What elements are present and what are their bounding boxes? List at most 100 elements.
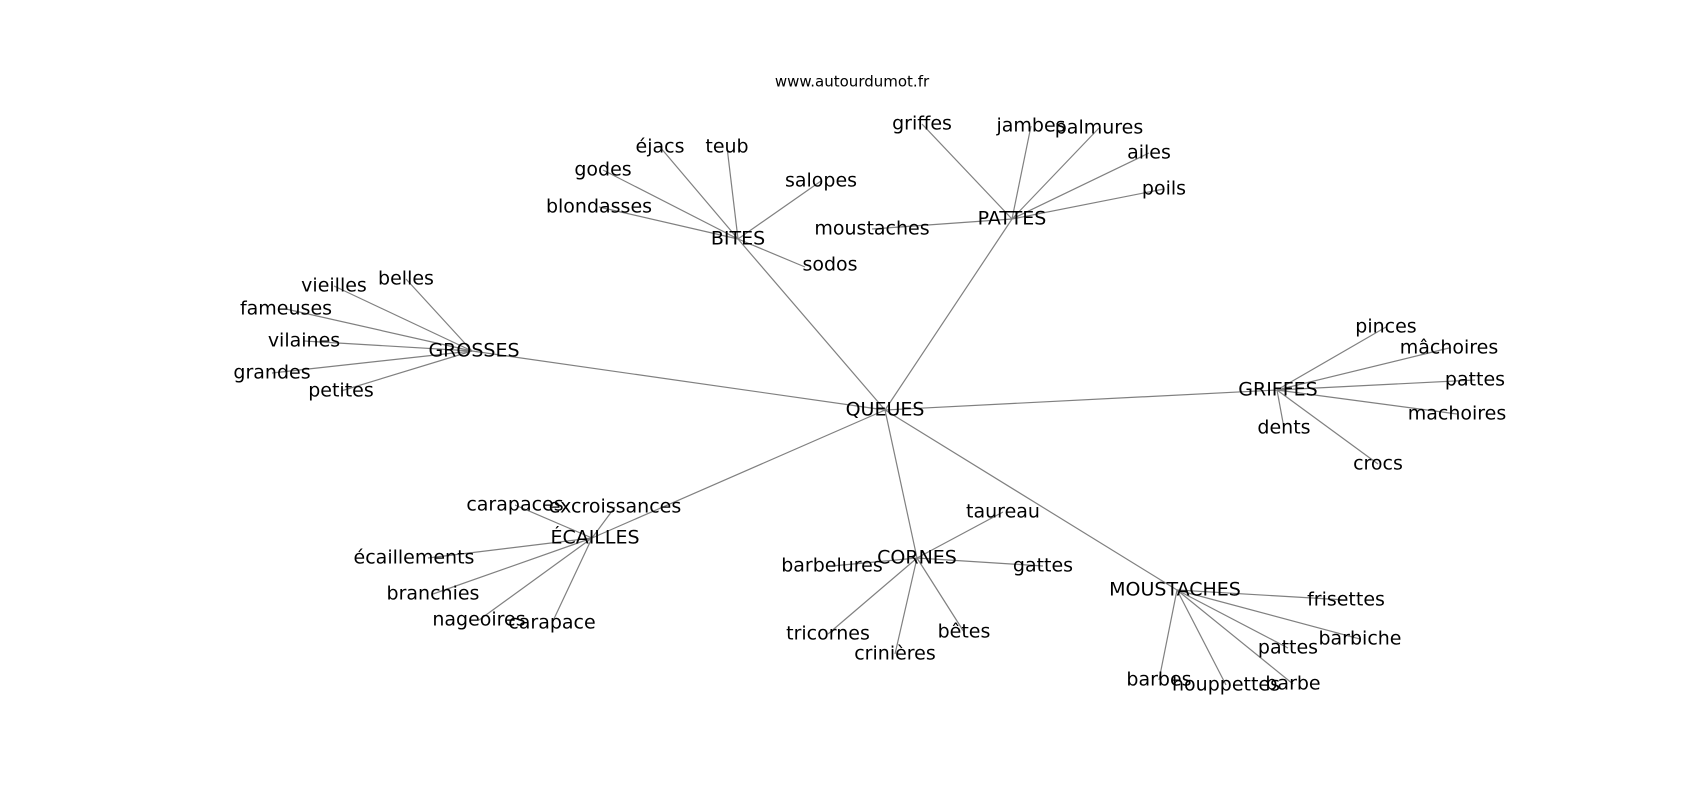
leaf-node[interactable]: salopes bbox=[785, 170, 857, 192]
edge-hub-to-leaf bbox=[916, 557, 965, 633]
edge-hub-to-leaf bbox=[598, 206, 739, 240]
leaf-node[interactable]: gattes bbox=[1013, 555, 1073, 577]
labels-layer: www.autourdumot.fr QUEUES BITES éjacs teub… bbox=[233, 73, 1506, 696]
edge-hub-to-leaf bbox=[1176, 589, 1361, 640]
leaf-node[interactable]: branchies bbox=[387, 583, 480, 605]
leaf-node[interactable]: mâchoires bbox=[1400, 337, 1499, 359]
leaf-node[interactable]: éjacs bbox=[636, 136, 685, 158]
edge-hub-to-leaf bbox=[1011, 188, 1165, 220]
leaf-node[interactable]: pattes bbox=[1258, 637, 1318, 659]
hub-node[interactable]: GROSSES bbox=[428, 340, 519, 362]
leaf-node[interactable]: excroissances bbox=[549, 496, 682, 518]
edge-center-to-hub bbox=[884, 218, 1013, 411]
edge-hub-to-leaf bbox=[303, 340, 473, 352]
edge-hub-to-leaf bbox=[405, 278, 473, 352]
leaf-node[interactable]: nageoires bbox=[432, 609, 525, 631]
edge-hub-to-leaf bbox=[1011, 125, 1032, 220]
edge-hub-to-leaf bbox=[602, 169, 739, 240]
edge-hub-to-leaf bbox=[591, 506, 616, 539]
edge-hub-to-leaf bbox=[659, 146, 739, 240]
edge-hub-to-leaf bbox=[831, 557, 918, 567]
leaf-node[interactable]: vieilles bbox=[301, 275, 367, 297]
leaf-node[interactable]: petites bbox=[308, 380, 374, 402]
edge-hub-to-leaf bbox=[726, 146, 739, 240]
edge-center-to-hub bbox=[591, 409, 886, 539]
edge-hub-to-leaf bbox=[871, 218, 1013, 230]
leaf-node[interactable]: sodos bbox=[802, 254, 857, 276]
leaf-node[interactable]: carapace bbox=[508, 612, 595, 634]
edge-hub-to-leaf bbox=[1276, 326, 1387, 391]
edge-center-to-hub bbox=[884, 409, 918, 559]
leaf-node[interactable]: blondasses bbox=[546, 196, 652, 218]
hub-node[interactable]: BITES bbox=[711, 228, 765, 250]
edge-hub-to-leaf bbox=[340, 350, 473, 392]
edge-hub-to-leaf bbox=[271, 350, 473, 374]
edge-hub-to-leaf bbox=[478, 537, 593, 621]
edge-center-to-hub bbox=[884, 389, 1278, 411]
edge-hub-to-leaf bbox=[1276, 347, 1450, 391]
edges-layer bbox=[271, 123, 1476, 686]
edge-hub-to-leaf bbox=[916, 511, 1004, 559]
edge-hub-to-leaf bbox=[737, 238, 806, 268]
edge-hub-to-leaf bbox=[1176, 589, 1289, 649]
leaf-node[interactable]: moustaches bbox=[814, 218, 929, 240]
edge-hub-to-leaf bbox=[427, 537, 593, 559]
leaf-node[interactable]: grandes bbox=[233, 362, 310, 384]
edge-center-to-hub bbox=[471, 350, 886, 411]
edge-hub-to-leaf bbox=[285, 308, 473, 352]
leaf-node[interactable]: ailes bbox=[1127, 142, 1171, 164]
hub-node[interactable]: GRIFFES bbox=[1238, 379, 1317, 401]
leaf-node[interactable]: teub bbox=[705, 136, 748, 158]
leaf-node[interactable]: crinières bbox=[854, 643, 936, 665]
leaf-node[interactable]: belles bbox=[378, 268, 434, 290]
edge-hub-to-leaf bbox=[333, 285, 473, 352]
edge-hub-to-leaf bbox=[916, 557, 1044, 567]
leaf-node[interactable]: bêtes bbox=[938, 621, 991, 643]
leaf-node[interactable]: fameuses bbox=[240, 298, 332, 320]
leaf-node[interactable]: écaillements bbox=[354, 547, 475, 569]
edge-hub-to-leaf bbox=[551, 537, 593, 624]
leaf-node[interactable]: pinces bbox=[1355, 316, 1416, 338]
leaf-node[interactable]: barbiche bbox=[1318, 628, 1401, 650]
leaf-node[interactable]: frisettes bbox=[1307, 589, 1385, 611]
edge-hub-to-leaf bbox=[1176, 589, 1227, 686]
hub-node[interactable]: ÉCAILLES bbox=[550, 526, 639, 549]
leaf-node[interactable]: jambes bbox=[995, 115, 1065, 137]
edge-center-to-hub bbox=[737, 238, 886, 411]
leaf-node[interactable]: crocs bbox=[1353, 453, 1403, 475]
leaf-node[interactable]: machoires bbox=[1408, 403, 1507, 425]
edge-center-to-hub bbox=[884, 409, 1178, 591]
leaf-node[interactable]: dents bbox=[1257, 417, 1310, 439]
leaf-node[interactable]: vilaines bbox=[268, 330, 340, 352]
leaf-node[interactable]: carapaces bbox=[466, 494, 563, 516]
edge-hub-to-leaf bbox=[894, 557, 918, 655]
leaf-node[interactable]: godes bbox=[574, 159, 631, 181]
edge-hub-to-leaf bbox=[1176, 589, 1347, 601]
leaf-node[interactable]: taureau bbox=[966, 501, 1040, 523]
edge-hub-to-leaf bbox=[921, 123, 1013, 220]
source-url: www.autourdumot.fr bbox=[775, 73, 930, 91]
edge-hub-to-leaf bbox=[1276, 379, 1476, 391]
leaf-node[interactable]: poils bbox=[1142, 178, 1186, 200]
leaf-node[interactable]: tricornes bbox=[786, 623, 870, 645]
hub-node[interactable]: CORNES bbox=[877, 547, 957, 569]
edge-hub-to-leaf bbox=[432, 537, 593, 595]
edge-hub-to-leaf bbox=[514, 504, 593, 539]
hub-node[interactable]: MOUSTACHES bbox=[1109, 579, 1241, 601]
leaf-node[interactable]: barbes bbox=[1126, 669, 1191, 691]
leaf-node[interactable]: griffes bbox=[892, 113, 952, 135]
center-node[interactable]: QUEUES bbox=[846, 399, 925, 421]
edge-hub-to-leaf bbox=[1276, 389, 1458, 415]
leaf-node[interactable]: palmures bbox=[1055, 117, 1144, 139]
edge-hub-to-leaf bbox=[1011, 127, 1100, 220]
leaf-node[interactable]: houppettes bbox=[1172, 674, 1280, 696]
edge-hub-to-leaf bbox=[737, 180, 822, 240]
edge-hub-to-leaf bbox=[1176, 589, 1294, 685]
leaf-node[interactable]: barbe bbox=[1265, 673, 1320, 695]
edge-hub-to-leaf bbox=[1276, 389, 1285, 429]
edge-hub-to-leaf bbox=[1276, 389, 1379, 465]
leaf-node[interactable]: pattes bbox=[1445, 369, 1505, 391]
hub-node[interactable]: PATTES bbox=[978, 208, 1047, 230]
leaf-node[interactable]: barbelures bbox=[781, 555, 883, 577]
